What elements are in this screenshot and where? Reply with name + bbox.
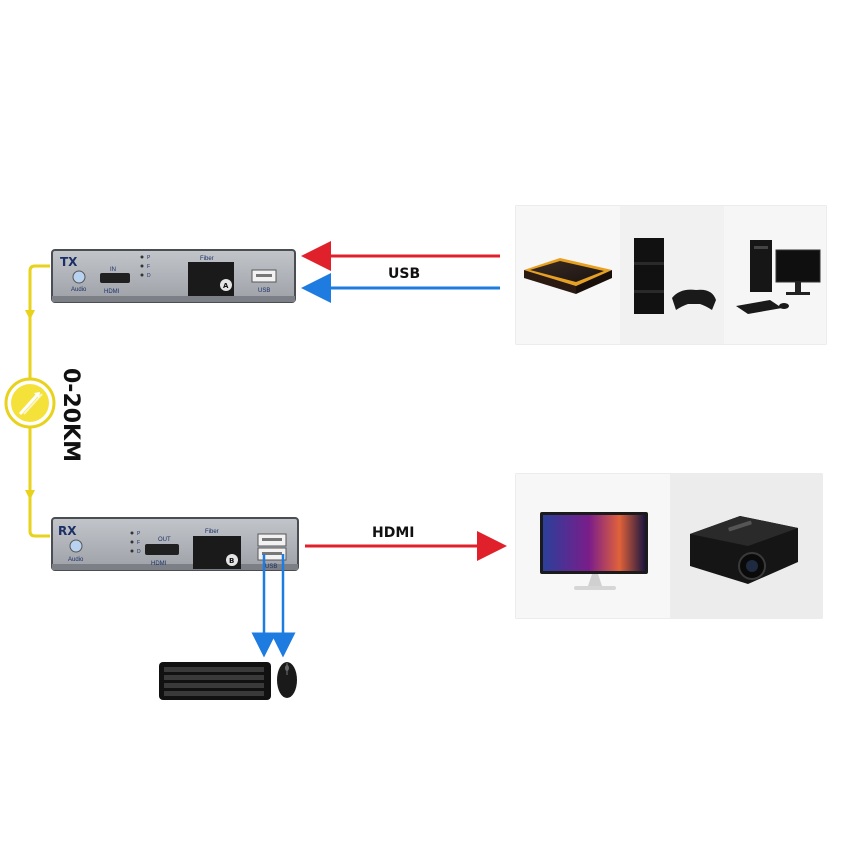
tx-label: TX <box>60 255 78 269</box>
tx-unit: TX Audio IN HDMI P F D Fiber A USB <box>51 249 296 303</box>
rx-hdmi-port <box>145 544 179 555</box>
svg-text:P: P <box>147 255 151 261</box>
rx-label: RX <box>58 524 77 538</box>
usb-peripheral-link <box>251 554 296 658</box>
set-top-box-icon <box>524 258 612 294</box>
desktop-pc-icon <box>736 240 821 314</box>
svg-text:B: B <box>229 557 234 565</box>
usb-link: USB <box>301 241 500 303</box>
svg-text:A: A <box>223 282 229 290</box>
fiber-link: 0-20KM <box>4 264 83 538</box>
fiber-connection-icon <box>4 377 56 429</box>
rx-audio-port <box>69 539 83 553</box>
rx-usb-label: USB <box>265 564 277 570</box>
tx-audio-port <box>72 270 86 284</box>
tx-led-indicators: P F D <box>140 255 151 279</box>
fiber-arrow-down-icon <box>25 310 35 320</box>
rx-fiber-label: Fiber <box>205 529 219 535</box>
mouse-icon <box>277 662 297 698</box>
rx-audio-label: Audio <box>68 557 84 563</box>
monitor-icon <box>540 512 648 590</box>
rx-unit: RX Audio P F D OUT HDMI Fiber B USB <box>51 517 299 571</box>
game-console-icon <box>634 238 716 314</box>
svg-text:P: P <box>137 531 141 537</box>
tx-audio-label: Audio <box>71 287 87 293</box>
fiber-arrow-down-icon <box>25 490 35 500</box>
tx-hdmi-in-label: IN <box>110 267 116 273</box>
distance-label: 0-20KM <box>58 368 83 462</box>
svg-text:F: F <box>147 264 150 270</box>
source-devices-panel <box>515 205 827 345</box>
hdmi-link: HDMI <box>305 525 507 561</box>
svg-text:F: F <box>137 540 140 546</box>
hdmi-link-label: HDMI <box>372 525 414 541</box>
projector-icon <box>690 516 798 584</box>
svg-text:D: D <box>137 549 141 555</box>
tx-fiber-port <box>188 262 234 296</box>
tx-hdmi-port <box>100 273 130 283</box>
display-devices-panel <box>515 473 823 619</box>
tx-hdmi-label: HDMI <box>104 289 120 295</box>
usb-link-label: USB <box>388 266 420 282</box>
svg-text:D: D <box>147 273 151 279</box>
tx-usb-label: USB <box>258 288 270 294</box>
rx-hdmi-out-label: OUT <box>158 537 171 543</box>
keyboard-icon <box>159 662 271 700</box>
rx-hdmi-label: HDMI <box>151 561 167 567</box>
tx-fiber-label: Fiber <box>200 256 214 262</box>
rx-led-indicators: P F D <box>130 531 141 555</box>
